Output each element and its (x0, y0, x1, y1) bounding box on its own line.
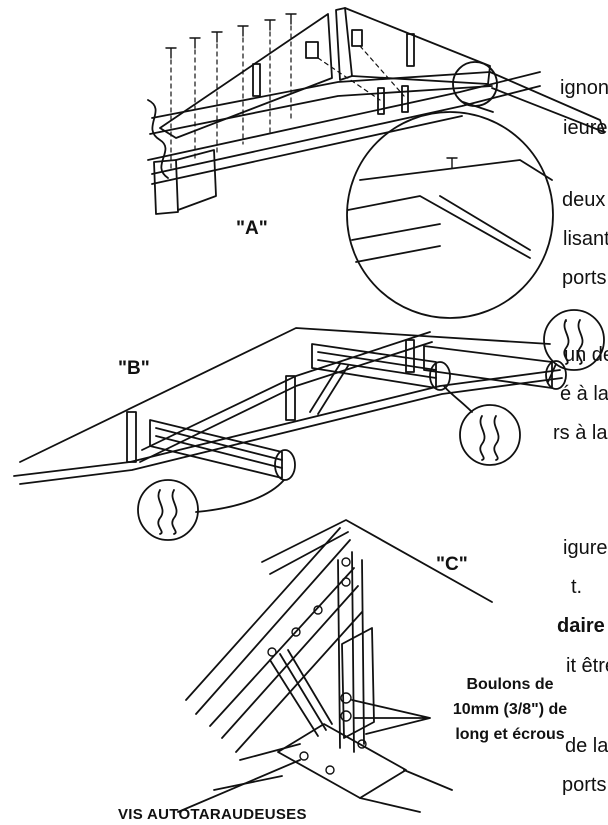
bolts-callout: Boulons de 10mm (3/8") de long et écrous (420, 672, 600, 747)
text-fragment: ports (562, 267, 607, 289)
text-fragment: de la (565, 735, 608, 757)
bolts-callout-line: Boulons de (466, 676, 554, 693)
text-fragment: ports (562, 774, 607, 796)
text-fragment: . (563, 305, 569, 327)
text-fragment: lisant (563, 228, 608, 250)
text-fragment: it être (566, 655, 608, 677)
figure-b-drawing (14, 310, 604, 540)
text-fragment: igure (563, 537, 608, 559)
figure-a-drawing (148, 8, 604, 318)
text-fragment: é à la (560, 383, 608, 405)
self-tapping-screws-callout: VIS AUTOTARAUDEUSES (118, 806, 307, 823)
text-fragment: ignon (560, 77, 608, 99)
figure-b-label: "B" (118, 358, 150, 379)
bolts-callout-line: 10mm (3/8") de (452, 701, 568, 718)
text-fragment: daire (557, 615, 605, 637)
text-fragment: ieure (563, 117, 608, 139)
text-fragment: deux (562, 189, 606, 211)
figure-c-drawing (178, 520, 492, 812)
bolts-callout-line: long et écrous (455, 726, 565, 743)
figure-a-label: "A" (236, 218, 268, 239)
text-fragment: rs à la (553, 422, 608, 444)
text-fragment: t. (571, 576, 583, 598)
figure-c-label: "C" (436, 554, 468, 575)
